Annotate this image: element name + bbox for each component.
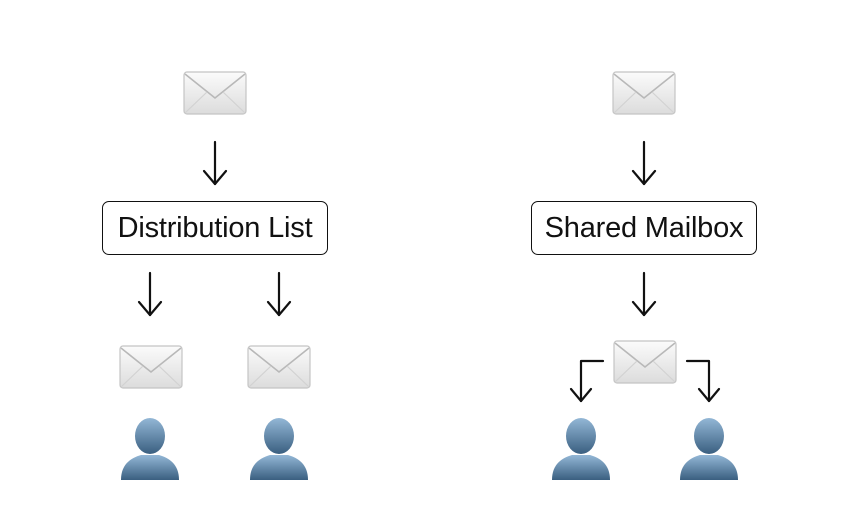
bent-arrow-left-icon <box>569 359 605 403</box>
arrow-down-icon <box>629 271 659 319</box>
envelope-icon <box>183 71 247 115</box>
person-icon <box>676 416 742 482</box>
person-icon <box>117 416 183 482</box>
arrow-down-icon <box>264 271 294 319</box>
person-icon <box>246 416 312 482</box>
distribution-list-label: Distribution List <box>102 201 328 255</box>
arrow-down-icon <box>629 140 659 188</box>
bent-arrow-right-icon <box>685 359 721 403</box>
envelope-icon <box>612 71 676 115</box>
envelope-icon <box>613 340 677 384</box>
person-icon <box>548 416 614 482</box>
envelope-icon <box>247 345 311 389</box>
shared-mailbox-label: Shared Mailbox <box>531 201 757 255</box>
arrow-down-icon <box>200 140 230 188</box>
envelope-icon <box>119 345 183 389</box>
arrow-down-icon <box>135 271 165 319</box>
